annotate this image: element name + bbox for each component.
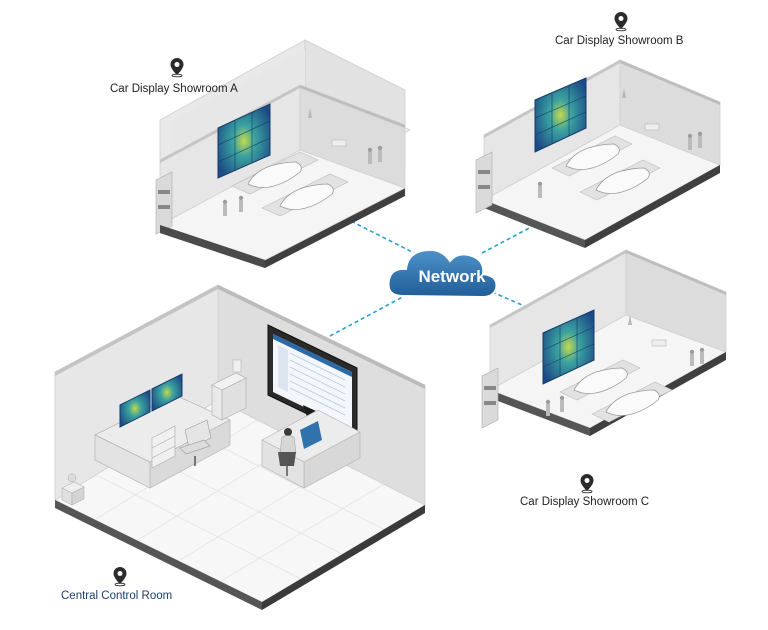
monitor-right	[151, 373, 183, 412]
car-icon	[605, 389, 660, 416]
control-room	[54, 284, 426, 610]
control-room-label: Central Control Room	[61, 590, 173, 602]
car-icon	[573, 367, 628, 394]
car-icon	[279, 183, 334, 210]
network-links	[329, 217, 553, 337]
car-icon	[595, 167, 650, 194]
network-cloud-icon	[387, 248, 498, 299]
car-icon	[565, 143, 620, 170]
car-icon	[247, 161, 302, 188]
showroom-c-label: Car Display Showroom C	[520, 496, 650, 508]
location-pin-icon	[580, 474, 594, 494]
link-showroom-b	[481, 224, 536, 254]
monitor-left	[119, 389, 151, 428]
video-wall	[534, 77, 587, 153]
showroom-b-label: Car Display Showroom B	[555, 35, 684, 47]
video-wall	[217, 103, 271, 179]
location-pin-icon	[614, 12, 628, 32]
link-showroom-a	[344, 217, 421, 257]
location-pin-icon	[113, 567, 127, 587]
showroom-b-room	[475, 59, 721, 248]
network-label: Network	[418, 267, 486, 286]
location-pin-icon	[170, 58, 184, 78]
showroom-a-room	[155, 39, 411, 268]
link-showroom-c	[491, 291, 553, 319]
showroom-c-room	[481, 249, 727, 436]
showroom-a-label: Car Display Showroom A	[110, 83, 238, 95]
link-control-room	[329, 292, 411, 337]
